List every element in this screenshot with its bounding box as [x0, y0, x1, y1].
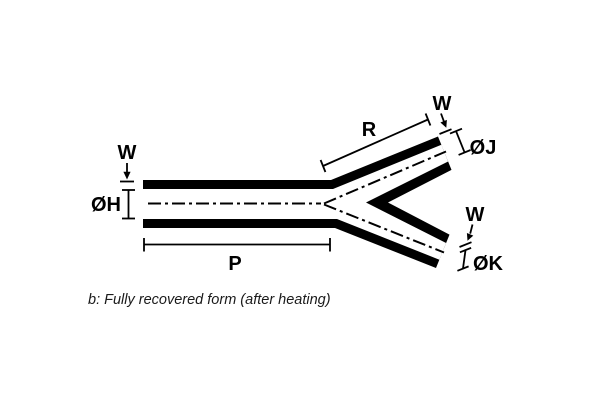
- y-tube: [143, 136, 452, 268]
- length-main-label: P: [228, 253, 241, 275]
- wall-upper-arrowhead-icon: [440, 119, 447, 128]
- wall-left-arrowhead-icon: [123, 171, 131, 180]
- dim-wall-upper: W: [433, 93, 452, 135]
- dia-upper-serif-bottom: [458, 149, 471, 156]
- wall-upper-arrow-shaft: [440, 113, 445, 122]
- centerline-lower-branch: [323, 203, 445, 254]
- length-upper-line: [322, 118, 429, 167]
- wall-upper-surface-tick: [439, 128, 452, 135]
- wall-lower-label: W: [466, 204, 485, 226]
- length-upper-tick-left: [319, 159, 327, 173]
- dim-wall-left: W: [118, 142, 137, 183]
- dia-main-label: ØH: [91, 194, 121, 216]
- figure-caption: b: Fully recovered form (after heating): [88, 292, 331, 308]
- wall-left-label: W: [118, 142, 137, 164]
- tube-bore: [143, 144, 449, 260]
- dim-length-upper: R: [319, 113, 432, 173]
- wall-lower-arrowhead-icon: [466, 233, 474, 241]
- length-upper-label: R: [362, 119, 377, 141]
- dim-dia-upper: ØJ: [449, 127, 497, 159]
- wall-upper-label: W: [433, 93, 452, 115]
- dia-lower-label: ØK: [473, 253, 504, 275]
- dia-upper-label: ØJ: [470, 137, 497, 159]
- dim-dia-main: ØH: [91, 189, 135, 220]
- dia-lower-bar: [462, 249, 467, 269]
- wall-lower-surface-tick: [459, 241, 472, 248]
- dia-lower-serif-bottom: [457, 265, 469, 272]
- dim-dia-lower: ØK: [457, 247, 504, 275]
- dim-length-main: P: [143, 238, 331, 275]
- centerline-upper-branch: [323, 150, 447, 205]
- length-upper-tick-right: [424, 113, 432, 126]
- dim-wall-lower: W: [459, 204, 485, 248]
- dia-upper-bar: [455, 130, 466, 153]
- wall-lower-arrow-shaft: [469, 224, 474, 234]
